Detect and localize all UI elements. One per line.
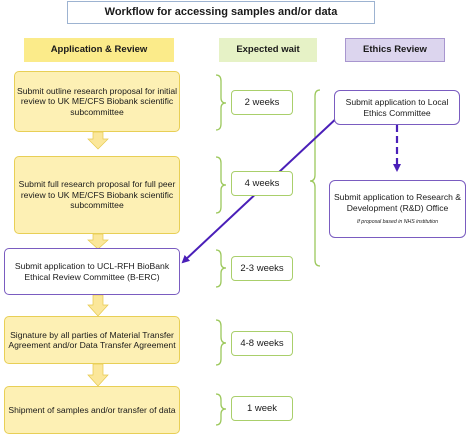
wait-4-8-weeks: 4-8 weeks [231,331,293,356]
down-arrow [87,363,109,387]
wait-brace [215,249,227,288]
wait-1-week: 1 week [231,396,293,421]
wait-2-weeks: 2 weeks [231,90,293,115]
down-arrow [87,233,109,250]
header-ethics-review: Ethics Review [345,38,445,62]
ethics-rd-label: Submit application to Research & Develop… [333,192,462,213]
step-full-proposal: Submit full research proposal for full p… [14,156,180,234]
diagram-title: Workflow for accessing samples and/or da… [67,1,375,24]
ethics-rd-note: If proposal based in NHS institution [356,219,439,226]
ethics-rd-office: Submit application to Research & Develop… [329,180,466,238]
wait-2-3-weeks: 2-3 weeks [231,256,293,281]
wait-brace [215,156,227,214]
step-shipment: Shipment of samples and/or transfer of d… [4,386,180,434]
ethics-local-label: Submit application to Local Ethics Commi… [345,97,449,118]
down-arrow [87,131,109,150]
wait-4-weeks: 4 weeks [231,171,293,196]
ethics-local-committee: Submit application to Local Ethics Commi… [334,90,460,125]
wait-brace [215,74,227,131]
header-expected-wait: Expected wait [219,38,317,62]
wait-brace [309,89,321,267]
header-application-review: Application & Review [24,38,174,62]
wait-brace [215,319,227,366]
wait-brace [215,393,227,426]
step-berc-application: Submit application to UCL-RFH BioBank Et… [4,248,180,295]
down-arrow [87,294,109,317]
step-outline-proposal: Submit outline research proposal for ini… [14,71,180,132]
step-transfer-agreement: Signature by all parties of Material Tra… [4,316,180,364]
